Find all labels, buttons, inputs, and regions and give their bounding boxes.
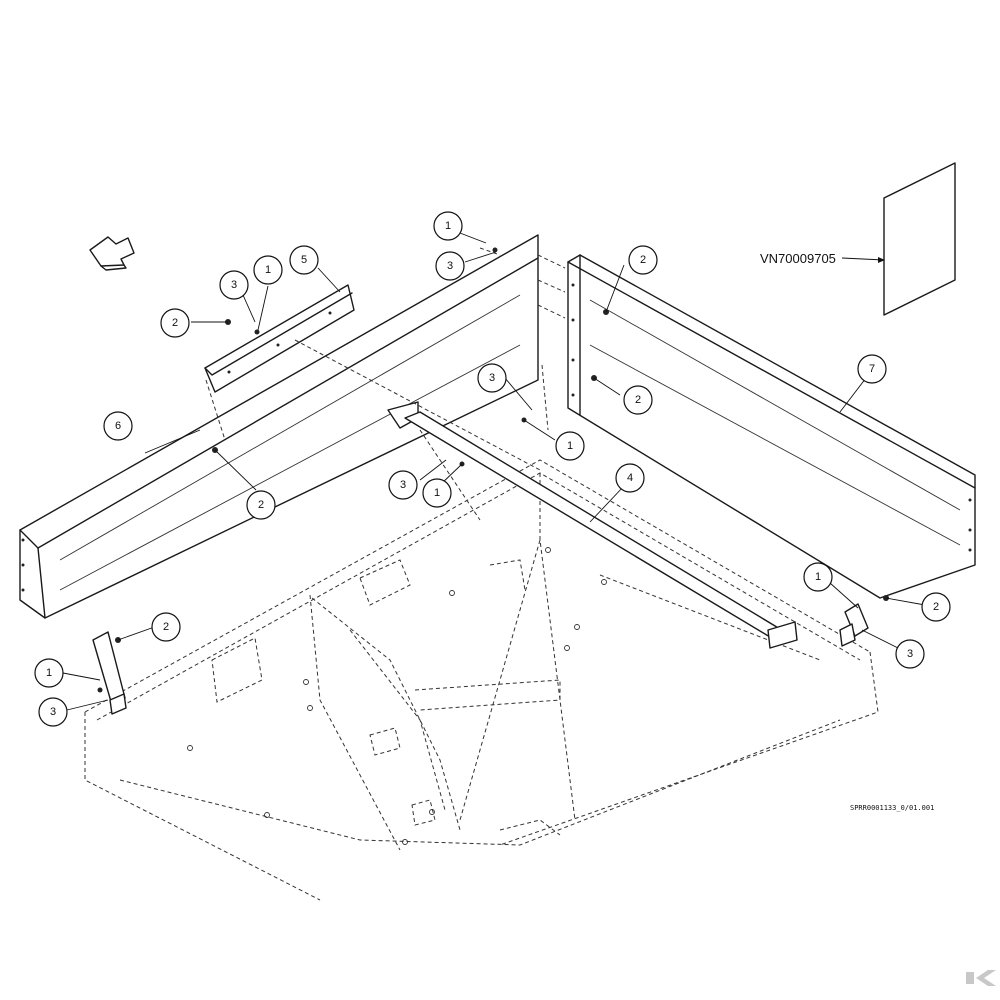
cross-bar (387, 401, 798, 649)
callout-2-bracket: 2 (160, 308, 190, 338)
svg-text:2: 2 (172, 317, 178, 329)
callout-1-middle: 1 (555, 431, 585, 461)
svg-text:2: 2 (933, 601, 939, 613)
svg-text:1: 1 (46, 667, 52, 679)
watermark-logo (962, 968, 996, 988)
svg-text:3: 3 (489, 372, 495, 384)
svg-text:2: 2 (640, 254, 646, 266)
callout-5: 5 (289, 245, 319, 275)
direction-arrow-icon (89, 236, 135, 271)
callout-2-panel-right-mid: 2 (623, 385, 653, 415)
mounting-bracket-right (839, 603, 869, 647)
callout-2-lower-right: 2 (921, 592, 951, 622)
svg-text:1: 1 (815, 571, 821, 583)
callout-3-crossbar: 3 (388, 470, 418, 500)
svg-text:2: 2 (163, 621, 169, 633)
callout-1-lower-right: 1 (803, 562, 833, 592)
mounting-bracket-left (92, 631, 127, 715)
svg-text:6: 6 (115, 420, 121, 432)
svg-text:1: 1 (567, 440, 573, 452)
svg-text:4: 4 (627, 472, 633, 484)
callout-3-lower-left: 3 (38, 697, 68, 727)
callout-4: 4 (615, 463, 645, 493)
svg-text:1: 1 (265, 264, 271, 276)
svg-text:3: 3 (231, 279, 237, 291)
assembly-guides (205, 247, 566, 521)
svg-text:3: 3 (50, 706, 56, 718)
callout-1-bracket: 1 (253, 255, 283, 285)
svg-text:3: 3 (907, 648, 913, 660)
callout-2-panel-left: 2 (246, 490, 276, 520)
callout-2-panel-right-top: 2 (628, 245, 658, 275)
angle-bracket (204, 284, 355, 393)
svg-text:3: 3 (447, 260, 453, 272)
svg-text:7: 7 (869, 363, 875, 375)
callout-1-lower-left: 1 (34, 658, 64, 688)
hopper-frame (84, 459, 879, 901)
svg-text:1: 1 (434, 487, 440, 499)
reference-sheet (841, 162, 956, 316)
svg-text:1: 1 (445, 220, 451, 232)
svg-text:2: 2 (258, 499, 264, 511)
svg-text:2: 2 (635, 394, 641, 406)
callout-1-top: 1 (433, 211, 463, 241)
side-panel-right (567, 254, 976, 599)
svg-text:3: 3 (400, 479, 406, 491)
callout-3-bracket: 3 (219, 270, 249, 300)
callout-3-top: 3 (435, 251, 465, 281)
drawing-code: SPRR0001133_0/01.001 (850, 804, 934, 812)
reference-number: VN70009705 (760, 251, 836, 266)
callout-6: 6 (103, 411, 133, 441)
callout-3-middle: 3 (477, 363, 507, 393)
callout-leaders (62, 232, 926, 711)
callout-2-lower-left: 2 (151, 612, 181, 642)
svg-text:5: 5 (301, 254, 307, 266)
callout-7: 7 (857, 354, 887, 384)
callout-3-lower-right: 3 (895, 639, 925, 669)
side-panel-left (19, 234, 539, 619)
callout-1-crossbar: 1 (422, 478, 452, 508)
